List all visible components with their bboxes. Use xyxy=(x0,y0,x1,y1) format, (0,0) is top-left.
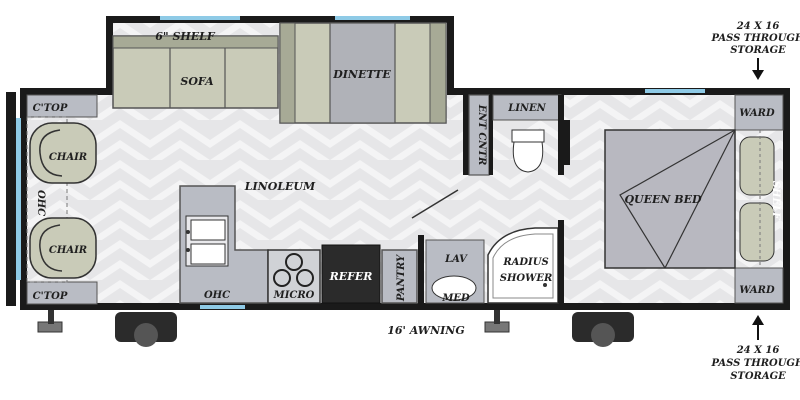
refer-label: REFER xyxy=(329,270,373,283)
shelf-label: 6" SHELF xyxy=(155,30,216,43)
ohc-kitchen-label: OHC xyxy=(204,290,230,301)
linen-label: LINEN xyxy=(507,103,546,114)
bed-shelf-label: SHELF xyxy=(770,181,781,220)
micro-label: MICRO xyxy=(273,290,315,301)
linoleum-label: LINOLEUM xyxy=(244,180,316,193)
kitchen-counter xyxy=(179,185,269,304)
ward-bottom-label: WARD xyxy=(739,285,775,296)
shower-label-2: SHOWER xyxy=(500,273,553,284)
sofa xyxy=(112,35,279,109)
front-area xyxy=(26,94,98,305)
chair-top-label: CHAIR xyxy=(49,152,87,163)
lav-label: LAV xyxy=(444,254,468,265)
refrigerator xyxy=(321,244,381,304)
storage-bottom-annotation: 24 X 16 PASS THROUGH STORAGE xyxy=(711,315,800,382)
arrow-down-icon xyxy=(752,70,764,80)
dinette-label: DINETTE xyxy=(332,68,391,81)
bedroom xyxy=(604,94,784,304)
queen-bed-label: QUEEN BED xyxy=(624,193,702,206)
ctop-top-label: C'TOP xyxy=(33,103,68,114)
pantry xyxy=(381,249,418,304)
arrow-up-icon xyxy=(752,315,764,325)
storage-bottom-line-2: PASS THROUGH xyxy=(711,358,800,369)
storage-bottom-line-3: STORAGE xyxy=(730,371,786,382)
stove xyxy=(267,249,321,304)
bathroom xyxy=(425,94,570,304)
shower-label-1: RADIUS xyxy=(502,257,548,268)
chair-bottom-label: CHAIR xyxy=(49,245,87,256)
windows xyxy=(160,16,705,309)
ent-center-label: ENT CNTR xyxy=(476,104,487,166)
storage-top-line-2: PASS THROUGH xyxy=(711,33,800,44)
storage-top-annotation: 24 X 16 PASS THROUGH STORAGE xyxy=(711,21,800,80)
awning-label: 16' AWNING xyxy=(387,324,465,337)
stabilizer-jacks xyxy=(37,310,510,333)
ward-top-label: WARD xyxy=(739,108,775,119)
dinette xyxy=(279,22,447,124)
wheels xyxy=(115,312,634,347)
med-label: MED xyxy=(441,293,470,304)
queen-bed xyxy=(604,129,736,269)
pantry-label: PANTRY xyxy=(396,254,407,302)
storage-bottom-line-1: 24 X 16 xyxy=(736,345,780,356)
ohc-front-label: OHC xyxy=(35,190,46,216)
storage-top-line-1: 24 X 16 xyxy=(736,21,780,32)
sofa-label: SOFA xyxy=(180,75,214,88)
ctop-bottom-label: C'TOP xyxy=(33,291,68,302)
front-cap xyxy=(6,92,16,306)
storage-top-line-3: STORAGE xyxy=(730,45,786,56)
